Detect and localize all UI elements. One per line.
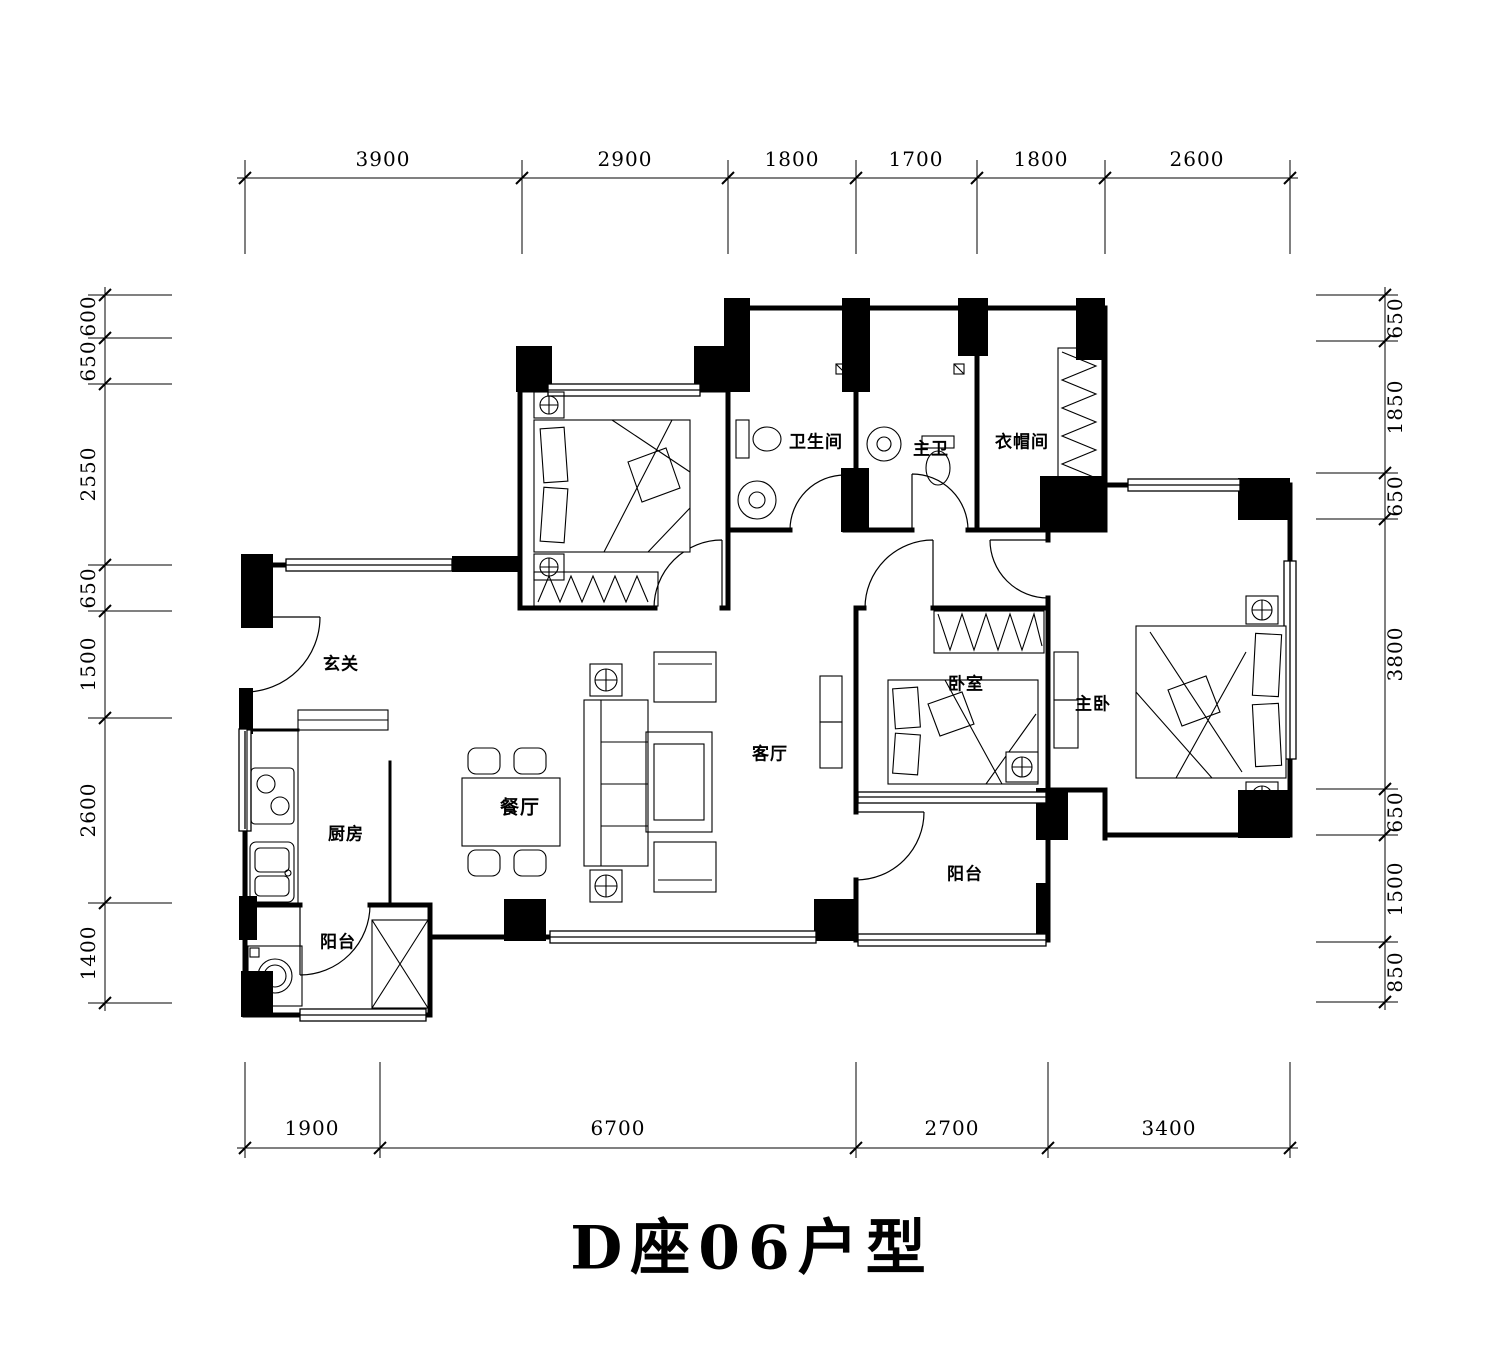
sofa-group xyxy=(583,651,717,903)
dim-label-top-4: 1800 xyxy=(1013,147,1069,171)
room-label-kitchen: 厨房 xyxy=(328,824,364,845)
dim-label-left-6: 1400 xyxy=(76,925,100,981)
dim-label-right-2: 650 xyxy=(1383,475,1407,517)
room-label-balcony-left: 阳台 xyxy=(320,932,356,953)
kitchen-counter xyxy=(246,709,389,906)
dim-label-right-3: 3800 xyxy=(1383,626,1407,682)
dim-label-right-6: 850 xyxy=(1383,951,1407,993)
master-bath-fixtures xyxy=(866,363,965,486)
dim-label-left-4: 1500 xyxy=(76,636,100,692)
room-label-master-bath: 主卫 xyxy=(913,439,949,460)
bedroom-bed xyxy=(887,679,1039,785)
dim-label-right-4: 650 xyxy=(1383,791,1407,833)
dim-label-left-0: 600 xyxy=(76,295,100,337)
bathroom-fixtures xyxy=(732,353,847,520)
dim-label-top-0: 3900 xyxy=(355,147,411,171)
room-label-entry: 玄关 xyxy=(323,654,359,675)
dim-label-right-5: 1500 xyxy=(1383,861,1407,917)
windows xyxy=(238,383,1297,1022)
closet-rack xyxy=(1057,347,1103,515)
room-label-bathroom: 卫生间 xyxy=(789,432,843,453)
tv-cabinet xyxy=(819,675,843,769)
dim-label-right-1: 1850 xyxy=(1383,379,1407,435)
plan-title: D座06户型 xyxy=(570,1213,934,1284)
room-label-living: 客厅 xyxy=(752,744,788,765)
walls xyxy=(242,302,1293,1018)
room-label-master-bedroom: 主卧 xyxy=(1075,694,1111,715)
dining-set xyxy=(461,747,561,877)
dim-label-right-0: 650 xyxy=(1383,297,1407,339)
dim-label-bottom-0: 1900 xyxy=(284,1116,340,1140)
dim-label-left-3: 650 xyxy=(76,567,100,609)
dim-label-left-2: 2550 xyxy=(76,446,100,502)
room-label-dining: 餐厅 xyxy=(499,796,541,819)
doors xyxy=(244,473,1049,976)
wall-columns xyxy=(239,298,1290,1017)
dim-label-top-2: 1800 xyxy=(764,147,820,171)
dim-label-top-5: 2600 xyxy=(1169,147,1225,171)
dim-label-top-3: 1700 xyxy=(888,147,944,171)
room-label-balcony-right: 阳台 xyxy=(947,864,983,885)
dim-label-left-5: 2600 xyxy=(76,782,100,838)
dimension-ticks xyxy=(98,171,1392,1155)
wardrobe-top-left xyxy=(533,571,659,607)
dim-label-bottom-3: 3400 xyxy=(1141,1116,1197,1140)
dim-label-left-1: 650 xyxy=(76,340,100,382)
master-wardrobe xyxy=(1053,651,1079,749)
dimension-lines xyxy=(88,160,1398,1158)
bed-top-left xyxy=(533,391,691,581)
washing-machine xyxy=(247,945,303,1007)
bedroom-wardrobe xyxy=(933,610,1045,654)
balcony-cabinet xyxy=(371,919,429,1009)
dim-label-bottom-1: 6700 xyxy=(590,1116,646,1140)
dim-label-top-1: 2900 xyxy=(597,147,653,171)
room-label-bedroom: 卧室 xyxy=(948,674,984,695)
master-bed xyxy=(1135,595,1287,811)
room-label-closet: 衣帽间 xyxy=(995,432,1049,453)
dim-label-bottom-2: 2700 xyxy=(924,1116,980,1140)
furniture xyxy=(246,347,1287,1009)
